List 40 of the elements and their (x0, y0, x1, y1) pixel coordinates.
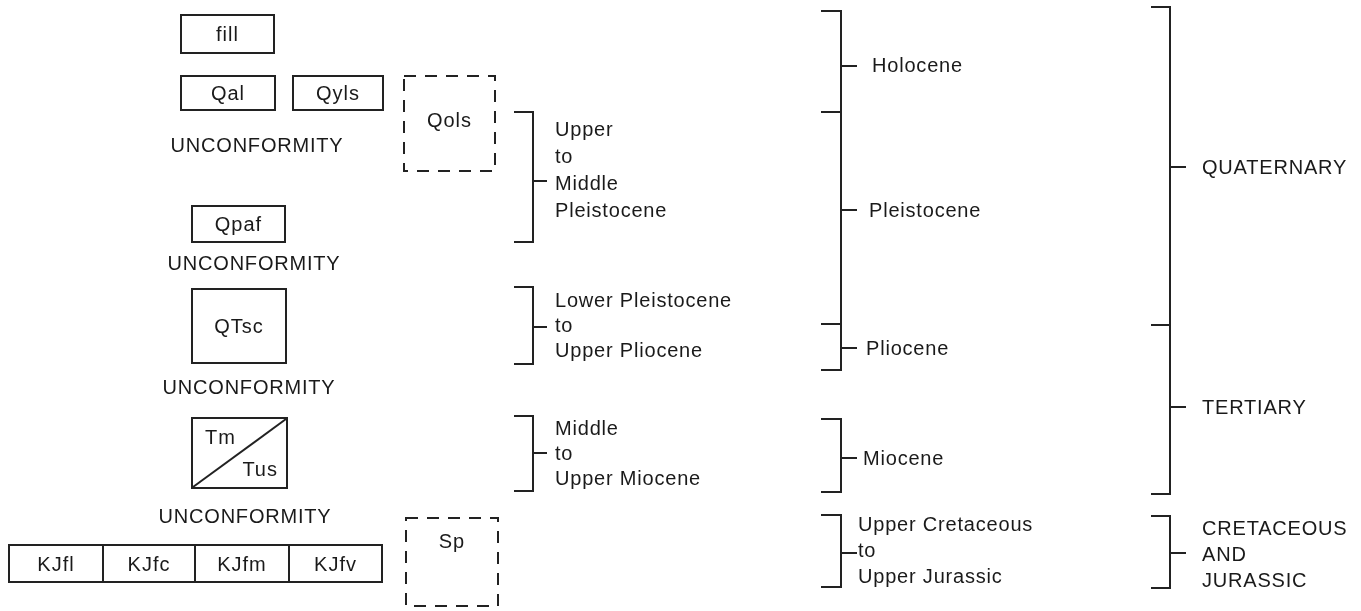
age-label: Lower Pleistocene to Upper Pliocene (555, 287, 733, 363)
unit-box (292, 75, 384, 111)
unit-label: Sp (438, 529, 466, 553)
age-label: CRETACEOUS AND JURASSIC (1202, 516, 1348, 593)
unit-label: QTsc (214, 314, 264, 338)
unit-label: Qyls (316, 81, 360, 105)
unit-label: Tus (242, 457, 278, 481)
unit-box (405, 517, 499, 607)
unconformity-label: UNCONFORMITY (158, 504, 332, 528)
age-label: Pliocene (866, 336, 950, 360)
unit-label: Qpaf (214, 212, 263, 236)
age-label: Upper to Middle Pleistocene (555, 117, 668, 223)
age-label: Middle to Upper Miocene (555, 415, 702, 491)
unit-label: KJfv (314, 551, 357, 576)
unit-box (8, 544, 104, 583)
unit-box (191, 205, 286, 243)
unit-label: Qols (426, 108, 473, 132)
age-label: Holocene (872, 53, 963, 77)
unit-label: fill (216, 22, 239, 46)
age-label: TERTIARY (1202, 395, 1307, 419)
unit-box (191, 288, 287, 364)
unit-box (191, 417, 288, 489)
unit-label: KJfc (127, 551, 171, 576)
age-label: Miocene (863, 446, 945, 470)
unit-box (180, 14, 275, 54)
unconformity-label: UNCONFORMITY (170, 133, 344, 157)
unit-label: KJfm (217, 551, 267, 576)
unit-box (180, 75, 276, 111)
unit-box (194, 544, 290, 583)
unit-label: Qal (210, 81, 246, 105)
age-label: Pleistocene (869, 198, 982, 222)
unit-label: Tm (205, 425, 236, 449)
age-label: Upper Cretaceous to Upper Jurassic (858, 512, 1034, 589)
unconformity-label: UNCONFORMITY (162, 375, 336, 399)
unit-box (102, 544, 196, 583)
unconformity-label: UNCONFORMITY (167, 251, 341, 275)
age-label: QUATERNARY (1202, 155, 1348, 179)
unit-box (288, 544, 383, 583)
unit-box (403, 75, 496, 172)
unit-label: KJfl (37, 551, 75, 576)
